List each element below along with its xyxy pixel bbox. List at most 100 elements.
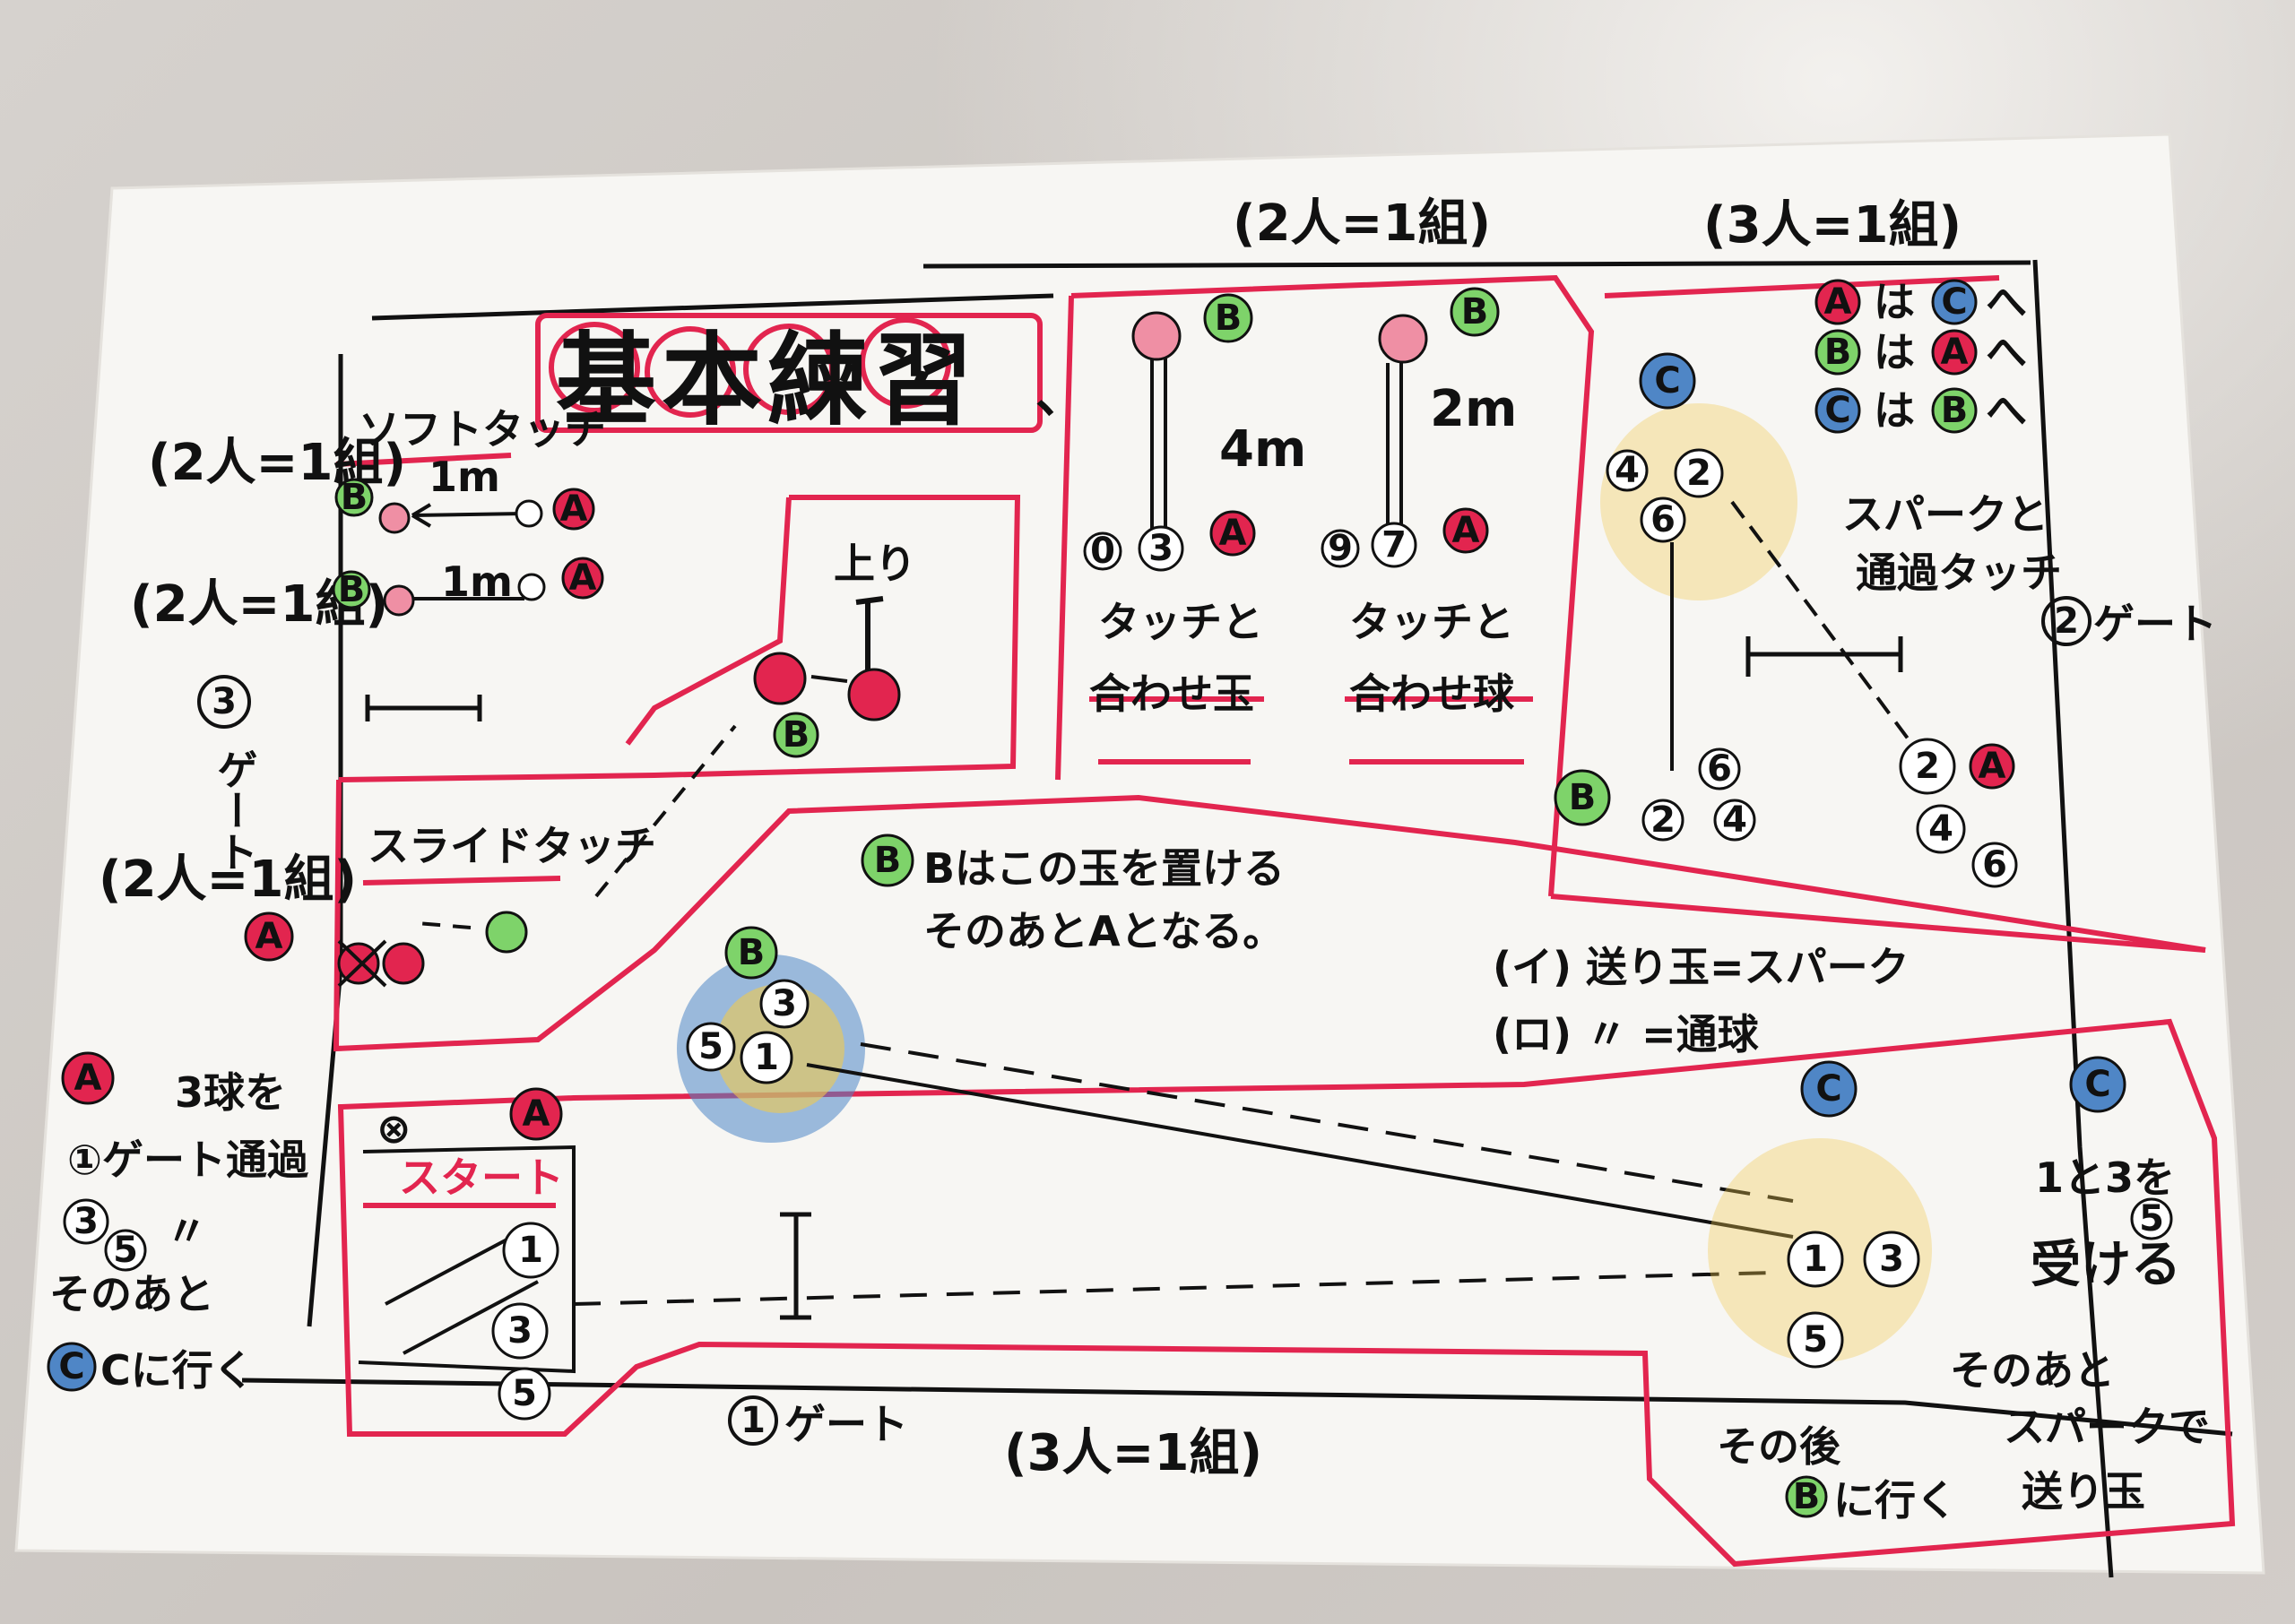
trio-group-label-top: (3人=1組): [1703, 196, 1962, 255]
player-b-letter: B: [1461, 291, 1489, 333]
ball-number: 3: [74, 1201, 99, 1242]
start-box: スタート ⊗ A 1 3 5: [358, 1087, 1776, 1421]
left-note-line1: 3球を: [175, 1068, 286, 1117]
rot-from-a-letter: A: [1824, 281, 1852, 323]
soft-touch-label: ソフトタッチ: [359, 405, 606, 454]
touch-distance: 2m: [1430, 380, 1517, 438]
touch-card-label1: タッチと: [1349, 598, 1514, 646]
start-label: スタート: [399, 1153, 564, 1202]
target-ball: [1131, 311, 1182, 361]
player-a-marker: [1969, 743, 2015, 790]
slide-player-a-letter: A: [255, 916, 283, 957]
bottom-right-send: 送り玉: [2022, 1467, 2145, 1516]
player-b-letter: B: [338, 569, 366, 610]
ball-pink: [378, 502, 411, 534]
ball-white: [515, 499, 543, 528]
slide-dashed-path: [416, 724, 737, 929]
player-a-letter: A: [560, 488, 588, 530]
rot-suffix: へ: [1986, 386, 2027, 435]
ball-number: 0: [1090, 531, 1115, 572]
soft-touch-balls: B A B A: [332, 477, 604, 617]
ball-number: 6: [1650, 499, 1676, 540]
ball-number: 6: [1707, 748, 1732, 790]
ball-number: 4: [1722, 799, 1747, 841]
player-a-letter: A: [1979, 746, 2006, 787]
ball-number: 1: [518, 1230, 543, 1271]
gate3-number: 3: [212, 681, 237, 722]
ball-numbered: [104, 1229, 147, 1272]
pass-line-dashed: [860, 1042, 1794, 1203]
gate1-number: 1: [740, 1400, 766, 1441]
ball-numbered: [1640, 497, 1686, 543]
ball-number: 7: [1381, 524, 1407, 566]
player-c-marker: [1639, 352, 1696, 410]
ball-number: 9: [1328, 528, 1353, 569]
rot-from-a: [1814, 279, 1861, 325]
gate1-circle: [728, 1395, 778, 1446]
cluster-player-b-letter: B: [738, 932, 766, 973]
ball-number: 6: [1982, 844, 2007, 885]
agari-player-b: [773, 712, 819, 758]
touch-distance: 4m: [1219, 420, 1306, 479]
diagram-title: 基本練習: [556, 323, 979, 439]
touch-card-label2: 合わせ球: [1349, 669, 1515, 718]
ball-red: [337, 942, 380, 985]
ball-numbered: [1787, 1231, 1844, 1288]
rot-to-c-letter: C: [1941, 281, 1967, 323]
gate2-label: ゲート: [2093, 600, 2217, 648]
ball-numbered: [1674, 448, 1724, 498]
ball-number: 2: [1915, 746, 1940, 787]
ball-number: 2: [1686, 453, 1711, 494]
ball-number: 1: [754, 1037, 779, 1078]
rot-text: は: [1874, 386, 1915, 435]
player-a-marker: [1442, 507, 1489, 554]
soft-touch-arrows: [411, 503, 525, 600]
gate1-label: ゲート: [784, 1400, 908, 1448]
touch-line: [1150, 358, 1167, 529]
left-note-go: Cに行く: [100, 1346, 255, 1395]
ball-white: [517, 573, 546, 601]
player-c-letter: C: [1815, 1068, 1841, 1110]
ball-numbered: [1321, 529, 1360, 568]
left-notes: A 3球を ①ゲート通過 3 5 〃 そのあと C Cに行く: [47, 1051, 309, 1395]
ball-green: [485, 911, 528, 954]
ball-number: 5: [2139, 1198, 2164, 1240]
bottom-group-label: (3人=1組): [1004, 1424, 1262, 1482]
note-player-b-letter: B: [874, 840, 902, 881]
touch-card-2: B 2m 9 7 A タッチと 合わせ球: [1321, 287, 1517, 718]
ball-numbered: [740, 1031, 793, 1084]
rot-from-c-letter: C: [1824, 390, 1850, 431]
bottom-right-after: その後: [1717, 1422, 1841, 1471]
ball-number: 2: [1650, 799, 1676, 841]
spark-right-zone: C 4 2 6 B 6 2 4 2 A 4 6 スパークと 通過タッチ 2 ゲー…: [1554, 352, 2217, 888]
ball-numbered: [63, 1198, 109, 1245]
rot-suffix: へ: [1986, 278, 2027, 326]
left-note-line2: ①ゲート通過: [67, 1136, 309, 1184]
spark-note-line1: (イ) 送り玉=スパーク: [1493, 943, 1910, 991]
ball-numbered: [2130, 1197, 2173, 1240]
rot-to-b: [1931, 387, 1978, 434]
start-player-a: [509, 1087, 563, 1141]
ball-number: 5: [113, 1230, 138, 1271]
gate1-bar: [780, 1212, 811, 1320]
ball-number: 3: [1148, 528, 1173, 569]
left-note-then: そのあと: [49, 1270, 214, 1318]
touch-card-1: B 4m 0 3 A タッチと 合わせ玉: [1083, 293, 1306, 718]
player-b-marker: [1203, 293, 1253, 343]
ball-numbered: [1916, 804, 1966, 854]
ball-number: 5: [512, 1373, 537, 1414]
rotation-legend: A は C へ B は A へ C は B へ: [1814, 278, 2027, 435]
cross-mark: [337, 939, 387, 988]
bottom-player-b: [1785, 1475, 1828, 1518]
bottom-right-then: そのあと: [1950, 1346, 2115, 1395]
gate2-bar: [1745, 636, 1903, 677]
touch-card-label2: 合わせ玉: [1089, 669, 1254, 718]
slide-touch-label: スライドタッチ: [368, 822, 656, 870]
pair-group-label-top: (2人=1組): [1233, 194, 1491, 253]
red-zone-outlines: [333, 274, 2236, 1568]
player-b-marker: [1450, 287, 1500, 337]
slide-touch-group: (2人=1組): [99, 851, 357, 909]
rot-text: は: [1874, 278, 1915, 326]
ball-number: 3: [772, 983, 797, 1024]
